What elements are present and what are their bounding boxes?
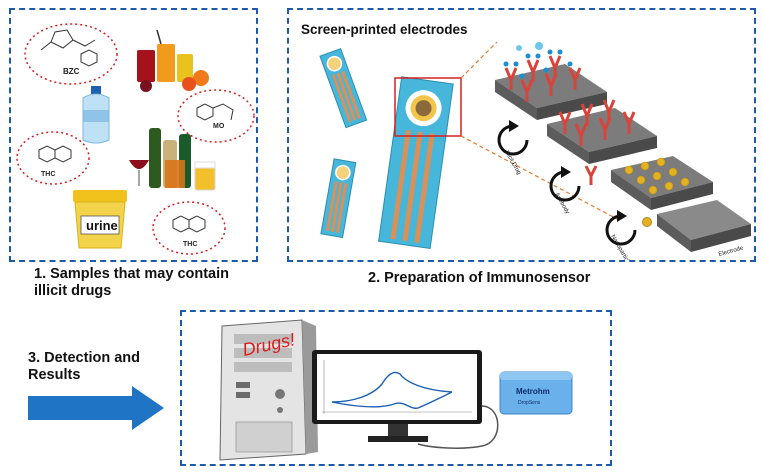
- device-sub: DropSens: [518, 400, 541, 406]
- alcohol-bottles-icon: [129, 128, 216, 191]
- monitor-icon: [312, 350, 482, 442]
- samples-caption: 1. Samples that may contain illicit drug…: [34, 266, 229, 300]
- detection-panel: Drugs! Metrohm DropSens: [180, 310, 612, 466]
- detection-caption-line2: Results: [28, 367, 81, 383]
- antibody-icon: [584, 165, 598, 185]
- drug-droplet-icon: [535, 42, 543, 50]
- zoom-line-bottom: [460, 135, 620, 221]
- nanoparticle-label: Nanoparticle: [609, 234, 631, 260]
- small-electrode-top: [319, 48, 368, 129]
- thc-molecule-right: THC: [152, 201, 226, 255]
- cable: [417, 405, 499, 449]
- immunosensor-caption: 2. Preparation of Immunosensor: [368, 270, 591, 286]
- nanoparticle-icon: [642, 217, 652, 227]
- detection-caption: 3. Detection and Results: [28, 350, 140, 384]
- layer-electrode: [657, 200, 751, 252]
- zoom-line-top: [460, 41, 498, 79]
- mo-molecule: MO: [177, 89, 255, 143]
- thc-left-label: THC: [41, 171, 55, 178]
- mo-label: MO: [213, 123, 225, 130]
- detection-illustration: Drugs! Metrohm DropSens: [219, 319, 573, 461]
- bzc-molecule: BZC: [24, 23, 118, 85]
- bzc-label: BZC: [63, 67, 80, 76]
- juice-glasses-icon: [137, 29, 209, 92]
- flow-arrow-icon: [28, 386, 164, 430]
- large-electrode: [378, 76, 454, 250]
- layer-nanoparticle: [611, 156, 713, 210]
- spe-title: Screen-printed electrodes: [301, 22, 468, 37]
- potentiostat-device-icon: Metrohm DropSens: [499, 371, 573, 415]
- small-electrode-bottom: [320, 158, 357, 239]
- samples-panel: BZC MO THC: [9, 8, 258, 262]
- layer-antibody-drug: [495, 42, 607, 120]
- step-arrow-2: [549, 170, 581, 202]
- samples-caption-line2: illicit drugs: [34, 283, 112, 299]
- step-arrow-1: [497, 124, 529, 156]
- samples-illustration: BZC MO THC: [16, 23, 255, 255]
- urine-label: urine: [86, 218, 118, 233]
- layer-antibody: [547, 99, 657, 164]
- step-arrow-3: [605, 214, 637, 246]
- water-bottle-icon: [82, 86, 110, 144]
- thc-right-label: THC: [183, 241, 197, 248]
- device-brand: Metrohm: [516, 387, 550, 396]
- urine-cup-icon: urine: [73, 190, 127, 249]
- electrode-label: Electrode: [718, 245, 745, 258]
- samples-caption-line1: 1. Samples that may contain: [34, 266, 230, 282]
- zoom-box: [394, 77, 462, 137]
- thc-molecule-left: THC: [16, 131, 90, 185]
- detection-caption-line1: 3. Detection and: [28, 350, 140, 366]
- antibody-label: Antibody: [553, 192, 570, 215]
- immunosensor-panel: Screen-printed electrodes: [287, 8, 756, 262]
- immunosensor-illustration: Illicit Drug Antibody: [319, 41, 751, 260]
